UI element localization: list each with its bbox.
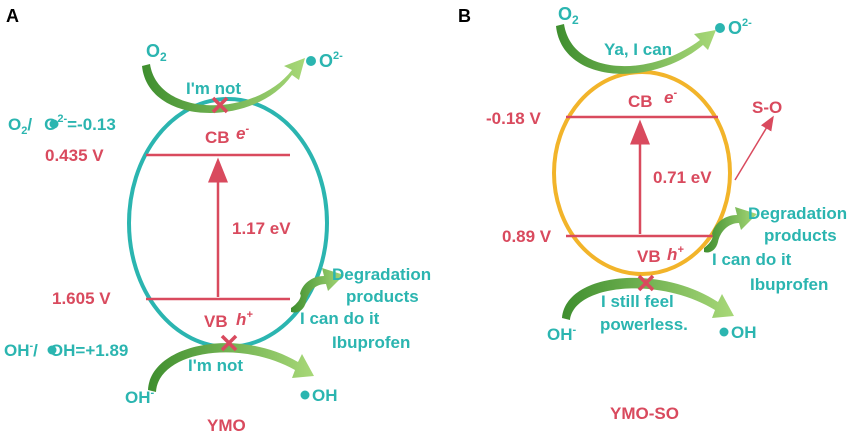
radical-dot-icon	[300, 390, 310, 400]
ymo-can-do: I can do it	[300, 309, 380, 328]
radical-dot-icon	[47, 345, 57, 355]
ymo-ibuprofen: Ibuprofen	[332, 333, 410, 352]
ymo-so-o2-radical: O2-	[728, 17, 752, 38]
ymo-so-oh: OH-	[547, 324, 577, 344]
ymo-electron: e-	[236, 123, 249, 143]
ymo-oh-redox: OH-/OH=+1.89	[4, 340, 128, 360]
ymo-degradation-1: Degradation	[332, 265, 431, 284]
ymo-so-cb-label: CB	[628, 92, 653, 111]
ymo-so-gap: 0.71 eV	[653, 168, 712, 187]
cross-icon	[211, 96, 229, 114]
ymo-so-top-text: Ya, I can	[604, 40, 672, 59]
ymo-so-bottom-text-2: powerless.	[600, 315, 688, 334]
ymo-vb-label: VB	[204, 312, 228, 331]
ymo-so-degradation-1: Degradation	[748, 204, 847, 223]
ymo-so-can-do: I can do it	[712, 250, 792, 269]
ymo-so-oh-radical: OH	[731, 323, 757, 342]
ymo-oh: OH-	[125, 387, 155, 407]
ymo-panel-label: YMO	[207, 416, 246, 435]
radical-dot-icon	[306, 56, 316, 66]
panel-a-letter: A	[6, 6, 19, 26]
ymo-top-arrow	[142, 58, 305, 113]
ymo-cb-label: CB	[205, 128, 230, 147]
ymo-so-ibuprofen: Ibuprofen	[750, 275, 828, 294]
ymo-gap: 1.17 eV	[232, 219, 291, 238]
ymo-so-bottom-text-1: I still feel	[601, 292, 674, 311]
panel-b-letter: B	[458, 6, 471, 26]
ymo-so-cb-potential: -0.18 V	[486, 109, 541, 128]
ymo-so-panel-label: YMO-SO	[610, 404, 679, 423]
ymo-o2: O2	[146, 41, 167, 64]
ymo-so-electron: e-	[664, 87, 677, 107]
ymo-hole: h+	[236, 309, 253, 329]
ymo-o2-radical: O2-	[319, 50, 343, 71]
ymo-bottom-text: I'm not	[188, 356, 243, 375]
ymo-vb-potential: 1.605 V	[52, 289, 111, 308]
panel-b: B S-O O2 O2- Ya, I can -0.18 V CB e- 0.7…	[458, 4, 847, 423]
ymo-so-pointer-arrow	[734, 115, 774, 181]
panel-a: A O2 O2- I'm not O2/O2-=-0.13 0.435 V CB…	[4, 6, 431, 435]
ymo-so-label: S-O	[752, 98, 782, 117]
ymo-degradation-arrow	[291, 268, 344, 313]
ymo-so-vb-label: VB	[637, 247, 661, 266]
ymo-bottom-arrow	[148, 343, 314, 392]
ymo-so-degradation-2: products	[764, 226, 837, 245]
ymo-so-bottom-arrow	[562, 277, 734, 320]
ymo-so-top-arrow	[556, 24, 716, 74]
ymo-degradation-2: products	[346, 287, 419, 306]
ymo-cb-potential: 0.435 V	[45, 146, 104, 165]
ymo-o2-redox: O2/O2-=-0.13	[8, 113, 116, 137]
ymo-so-o2: O2	[558, 4, 579, 27]
ymo-so-vb-potential: 0.89 V	[502, 227, 552, 246]
ymo-so-hole: h+	[667, 244, 684, 264]
radical-dot-icon	[715, 23, 725, 33]
ymo-oh-radical: OH	[312, 386, 338, 405]
radical-dot-icon	[49, 119, 59, 129]
cross-icon	[220, 334, 238, 352]
radical-dot-icon	[719, 327, 729, 337]
ymo-so-degradation-arrow	[704, 207, 757, 253]
ymo-top-text: I'm not	[186, 79, 241, 98]
cross-icon	[637, 274, 655, 292]
